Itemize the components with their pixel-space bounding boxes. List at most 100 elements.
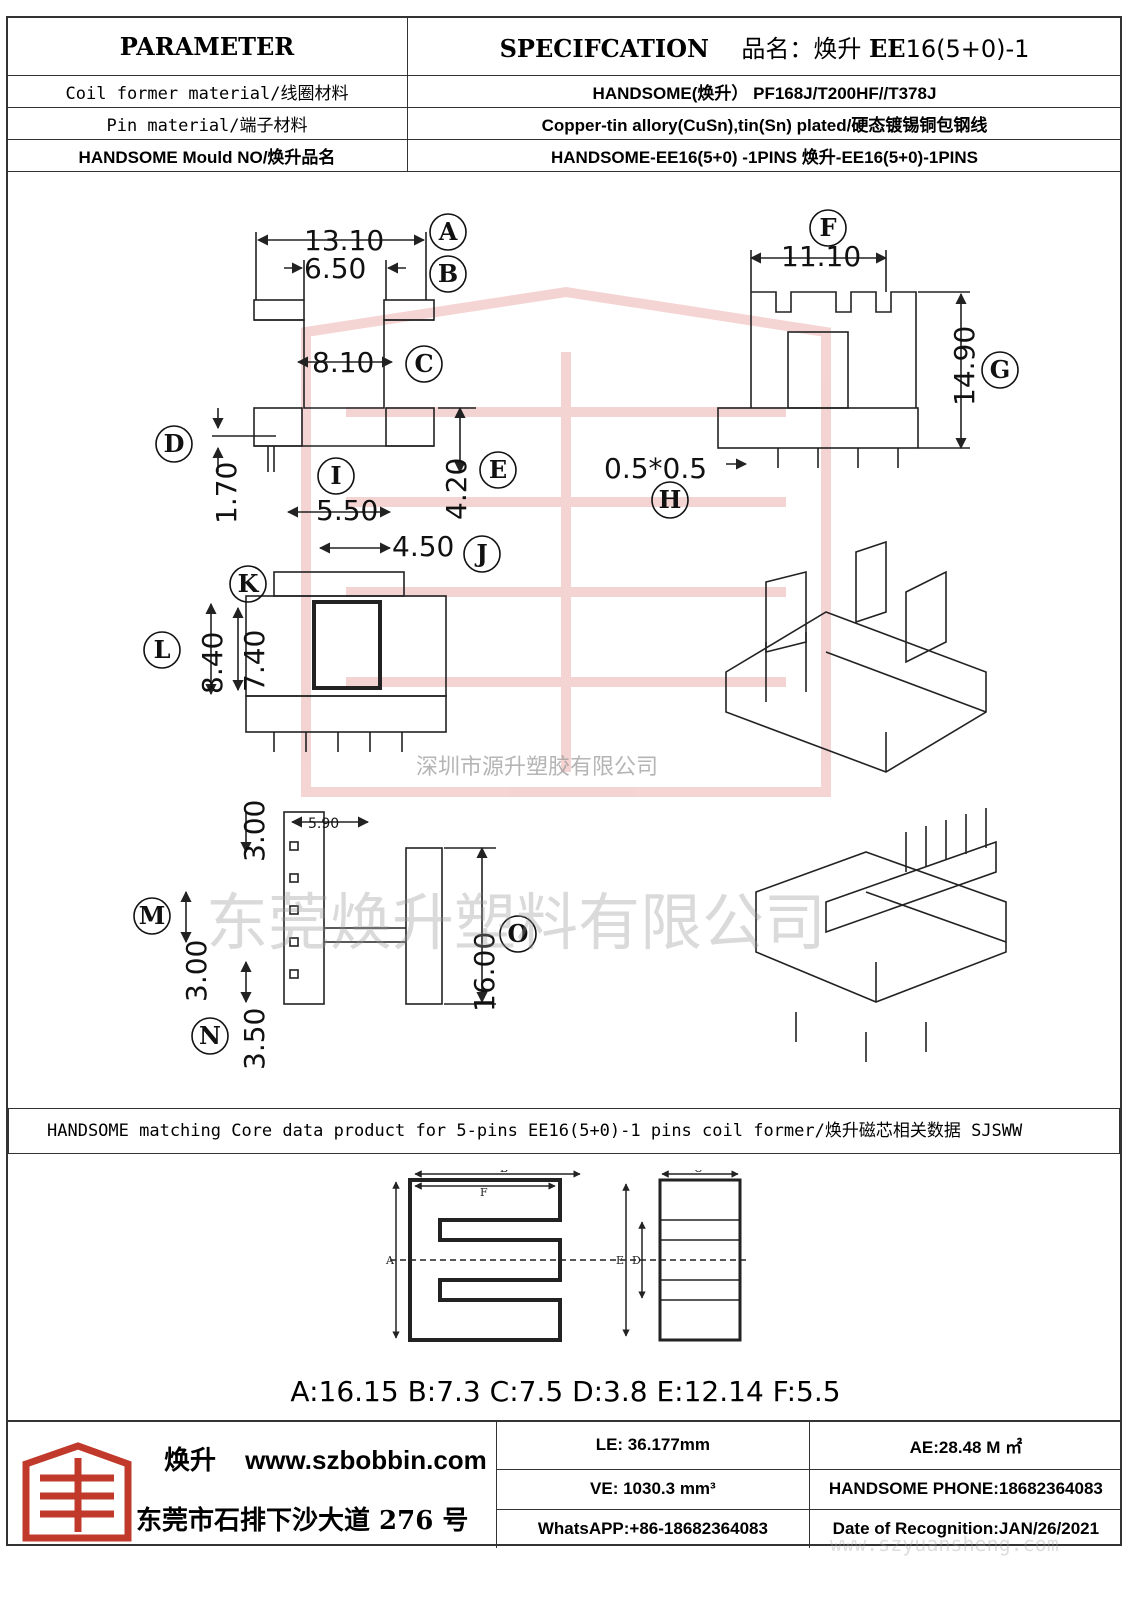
row-label: Pin material/端子材料 xyxy=(6,107,408,140)
e-core-side-shape xyxy=(658,1178,742,1342)
table-row: VE: 1030.3 mm³ HANDSOME PHONE:1868236408… xyxy=(496,1468,1122,1510)
watermark-text: 深圳市源升塑胶有限公司 xyxy=(416,755,658,780)
svg-text:O: O xyxy=(508,919,529,948)
label-F: F xyxy=(809,209,847,247)
dim-G-value: 14.90 xyxy=(948,326,981,406)
svg-text:C: C xyxy=(414,349,433,378)
dim-L-value: 8.40 xyxy=(196,632,229,694)
dim-K-value: 7.40 xyxy=(238,630,271,692)
top-view xyxy=(245,571,447,752)
dim-J-value: 4.50 xyxy=(392,530,454,563)
table-row: Coil former material/线圈材料 HANDSOME(焕升） P… xyxy=(6,75,1122,108)
footer: 焕升 www.szbobbin.com 东莞市石排下沙大道 276 号 LE: … xyxy=(6,1420,1122,1548)
watermark-text: 东莞焕升塑料有限公司 xyxy=(206,886,826,959)
dim-N-value: 3.50 xyxy=(238,1008,271,1070)
svg-text:A: A xyxy=(438,217,458,246)
svg-text:L: L xyxy=(154,635,171,664)
brand-cn: 焕升 xyxy=(164,1446,217,1476)
label-O: O xyxy=(499,915,537,953)
dim-H-value: 0.5*0.5 xyxy=(604,452,707,485)
watermark-url: www.szyuansheng.com xyxy=(830,1532,1059,1556)
core-label-C: C xyxy=(694,1170,702,1175)
isometric-view-top xyxy=(725,540,987,773)
dim-D-value: 1.70 xyxy=(210,462,243,524)
row-label: HANDSOME Mould NO/焕升品名 xyxy=(6,139,408,172)
svg-text:F: F xyxy=(819,213,836,242)
dim-B-value: 6.50 xyxy=(304,252,366,285)
spec-title: SPECIFCATION xyxy=(499,33,709,63)
brand-address: 东莞市石排下沙大道 276 号 xyxy=(136,1506,469,1536)
isometric-view-bottom xyxy=(755,808,1007,1062)
label-B: B xyxy=(429,255,467,293)
spec-date: Date of Recognition:JAN/26/2021 xyxy=(808,1508,1122,1548)
dim-E-value: 4.20 xyxy=(440,458,473,520)
label-C: C xyxy=(405,345,443,383)
param-title: PARAMETER xyxy=(6,16,408,76)
row-value: Copper-tin allory(CuSn),tin(Sn) plated/硬… xyxy=(407,107,1122,140)
side-view xyxy=(717,291,919,468)
dim-O-value: 16.00 xyxy=(468,932,501,1012)
parameter-table: PARAMETER SPECIFCATION 品名：焕升 EE16(5+0)-1… xyxy=(6,16,1122,172)
svg-text:H: H xyxy=(659,485,682,514)
label-L: L xyxy=(143,631,181,669)
label-E: E xyxy=(479,451,517,489)
spec-whatsapp: WhatsAPP:+86-18682364083 xyxy=(496,1508,810,1548)
core-label-E: E xyxy=(616,1254,624,1267)
dim-I-value: 5.50 xyxy=(316,494,378,527)
dim-C-value: 8.10 xyxy=(312,346,374,379)
label-K: K xyxy=(229,565,267,603)
svg-text:D: D xyxy=(164,429,185,458)
label-J: J xyxy=(463,535,501,573)
label-A: A xyxy=(429,213,467,251)
brand-url: www.szbobbin.com xyxy=(245,1445,487,1475)
bottom-view xyxy=(283,811,443,1005)
spec-phone: HANDSOME PHONE:18682364083 xyxy=(808,1468,1122,1510)
table-row: LE: 36.177mm AE:28.48 M ㎡ xyxy=(496,1422,1122,1470)
brand-logo xyxy=(22,1442,132,1542)
front-view xyxy=(253,232,435,472)
dim-P-value: 5.90 xyxy=(308,816,339,832)
label-N: N xyxy=(191,1017,229,1055)
label-H: H xyxy=(651,481,689,519)
svg-text:I: I xyxy=(330,461,341,490)
svg-text:N: N xyxy=(199,1021,221,1050)
core-drawing: B F A C E D xyxy=(385,1170,750,1342)
svg-text:M: M xyxy=(139,901,166,930)
svg-text:E: E xyxy=(489,455,507,484)
label-I: I xyxy=(317,457,355,495)
dim-F-value: 11.10 xyxy=(781,240,861,273)
core-label-D: D xyxy=(632,1254,641,1267)
svg-text:G: G xyxy=(990,355,1011,384)
svg-text:K: K xyxy=(238,569,260,598)
core-data-bar: HANDSOME matching Core data product for … xyxy=(8,1108,1120,1154)
spec-ve: VE: 1030.3 mm³ xyxy=(496,1468,810,1510)
spec-ae: AE:28.48 M ㎡ xyxy=(808,1422,1122,1470)
table-row: Pin material/端子材料 Copper-tin allory(CuSn… xyxy=(6,107,1122,140)
spec-title-cell: SPECIFCATION 品名：焕升 EE16(5+0)-1 xyxy=(407,16,1122,76)
technical-drawing: 13.10 6.50 8.10 4.20 1.70 11.10 14.90 0.… xyxy=(133,209,1019,1070)
dim-A-value: 13.10 xyxy=(304,224,384,257)
watermark-logo xyxy=(301,286,831,797)
row-value: HANDSOME-EE16(5+0) -1PINS 焕升-EE16(5+0)-1… xyxy=(407,139,1122,172)
core-specs-table: LE: 36.177mm AE:28.48 M ㎡ VE: 1030.3 mm³… xyxy=(496,1422,1122,1548)
core-label-A: A xyxy=(385,1254,395,1267)
row-label: Coil former material/线圈材料 xyxy=(6,75,408,108)
product-name: 品名：焕升 EE16(5+0)-1 xyxy=(741,33,1030,63)
core-label-F: F xyxy=(480,1186,488,1199)
brand-name: 焕升 www.szbobbin.com xyxy=(164,1440,487,1477)
svg-text:J: J xyxy=(474,539,487,568)
table-title-row: PARAMETER SPECIFCATION 品名：焕升 EE16(5+0)-1 xyxy=(6,16,1122,76)
dim-M2-value: 3.00 xyxy=(180,940,213,1002)
table-row: WhatsAPP:+86-18682364083 Date of Recogni… xyxy=(496,1508,1122,1548)
dim-M1-value: 3.00 xyxy=(238,800,271,862)
label-G: G xyxy=(981,351,1019,389)
svg-text:B: B xyxy=(438,259,458,288)
table-row: HANDSOME Mould NO/焕升品名 HANDSOME-EE16(5+0… xyxy=(6,139,1122,172)
spec-le: LE: 36.177mm xyxy=(496,1422,810,1470)
label-D: D xyxy=(155,425,193,463)
core-label-B: B xyxy=(500,1170,508,1175)
label-M: M xyxy=(133,897,171,935)
e-core-shape xyxy=(408,1178,562,1342)
core-params: A:16.15 B:7.3 C:7.5 D:3.8 E:12.14 F:5.5 xyxy=(290,1375,841,1408)
row-value: HANDSOME(焕升） PF168J/T200HF//T378J xyxy=(407,75,1122,108)
